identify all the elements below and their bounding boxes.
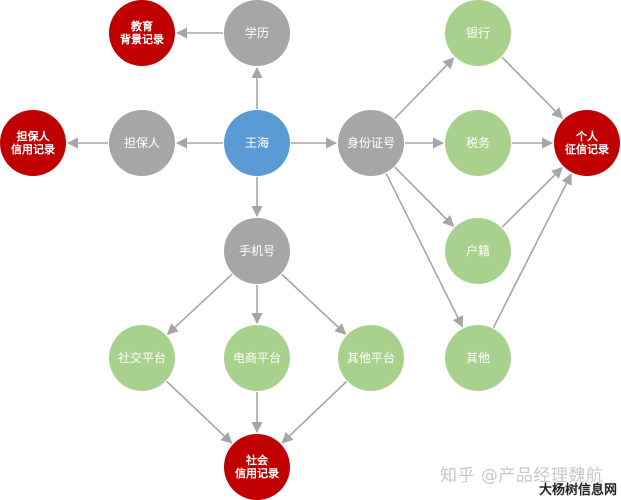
edge-qita-to-zhengxin (492, 173, 572, 329)
node-circle-shenfenzheng (338, 110, 404, 176)
node-circle-wanghai (224, 110, 290, 176)
node-circle-danbao_xinyong (0, 110, 66, 176)
edge-shejiao-to-shehui_xinyong (166, 380, 233, 444)
node-label-jiaoyu-2: 背景记录 (120, 32, 164, 46)
node-circle-qitapingtai (338, 325, 404, 391)
edge-shenfenzheng-to-yinhang (394, 57, 455, 120)
node-label-huji: 户籍 (466, 243, 490, 258)
node-circle-zhengxin (554, 110, 620, 176)
node-dianshang: 电商平台 (224, 325, 290, 391)
node-circle-yinhang (445, 0, 511, 66)
node-circle-danbaoren (109, 110, 175, 176)
node-label-jiaoyu-1: 教育 (130, 19, 153, 33)
edge-huji-to-zhengxin (501, 166, 563, 228)
node-label-shehui_xinyong-1: 社会 (245, 453, 269, 467)
node-danbaoren: 担保人 (109, 110, 175, 176)
node-label-qita: 其他 (466, 351, 490, 365)
node-circle-jiaoyu (109, 0, 175, 66)
node-label-zhengxin-1: 个人 (575, 129, 599, 143)
node-circle-qita (445, 325, 511, 391)
node-circle-shuiwu (445, 110, 511, 176)
node-circle-shouji (224, 218, 290, 284)
node-qitapingtai: 其他平台 (338, 325, 404, 391)
edge-shouji-to-qitapingtai (281, 273, 347, 335)
node-shuiwu: 税务 (445, 110, 511, 176)
node-label-danbao_xinyong-1: 担保人 (17, 129, 51, 143)
node-shouji: 手机号 (224, 218, 290, 284)
node-label-wanghai: 王海 (245, 135, 269, 150)
node-circle-shejiao (109, 325, 175, 391)
node-circle-shehui_xinyong (224, 434, 290, 500)
node-label-yinhang: 银行 (466, 26, 490, 40)
edge-layer (66, 27, 572, 444)
node-shenfenzheng: 身份证号 (338, 110, 404, 176)
site-watermark: 大杨树信息网 (538, 483, 617, 498)
node-qita: 其他 (445, 325, 511, 391)
node-yinhang: 银行 (445, 0, 511, 66)
node-shejiao: 社交平台 (109, 325, 175, 391)
node-label-shehui_xinyong-2: 信用记录 (235, 466, 279, 480)
node-circle-xueli (224, 0, 290, 66)
edge-shouji-to-shejiao (166, 273, 233, 335)
node-wanghai: 王海 (224, 110, 290, 176)
edge-shenfenzheng-to-qita (385, 173, 464, 328)
edge-shenfenzheng-to-huji (394, 166, 455, 227)
node-label-qitapingtai: 其他平台 (347, 350, 395, 365)
zhihu-watermark: 知乎 @产品经理魏航 (440, 466, 604, 486)
node-label-dianshang: 电商平台 (233, 350, 281, 365)
node-huji: 户籍 (445, 218, 511, 284)
node-label-zhengxin-2: 征信记录 (565, 142, 609, 156)
node-label-shenfenzheng: 身份证号 (347, 135, 395, 150)
node-label-shuiwu: 税务 (466, 135, 490, 150)
node-label-shouji: 手机号 (239, 244, 275, 258)
node-label-danbao_xinyong-2: 信用记录 (11, 142, 55, 156)
node-label-xueli: 学历 (245, 25, 269, 40)
node-circle-dianshang (224, 325, 290, 391)
edge-yinhang-to-zhengxin (501, 56, 564, 119)
node-label-shejiao: 社交平台 (118, 350, 166, 365)
edge-qitapingtai-to-shehui_xinyong (281, 380, 347, 444)
node-circle-huji (445, 218, 511, 284)
node-xueli: 学历 (224, 0, 290, 66)
node-label-danbaoren: 担保人 (124, 136, 160, 150)
